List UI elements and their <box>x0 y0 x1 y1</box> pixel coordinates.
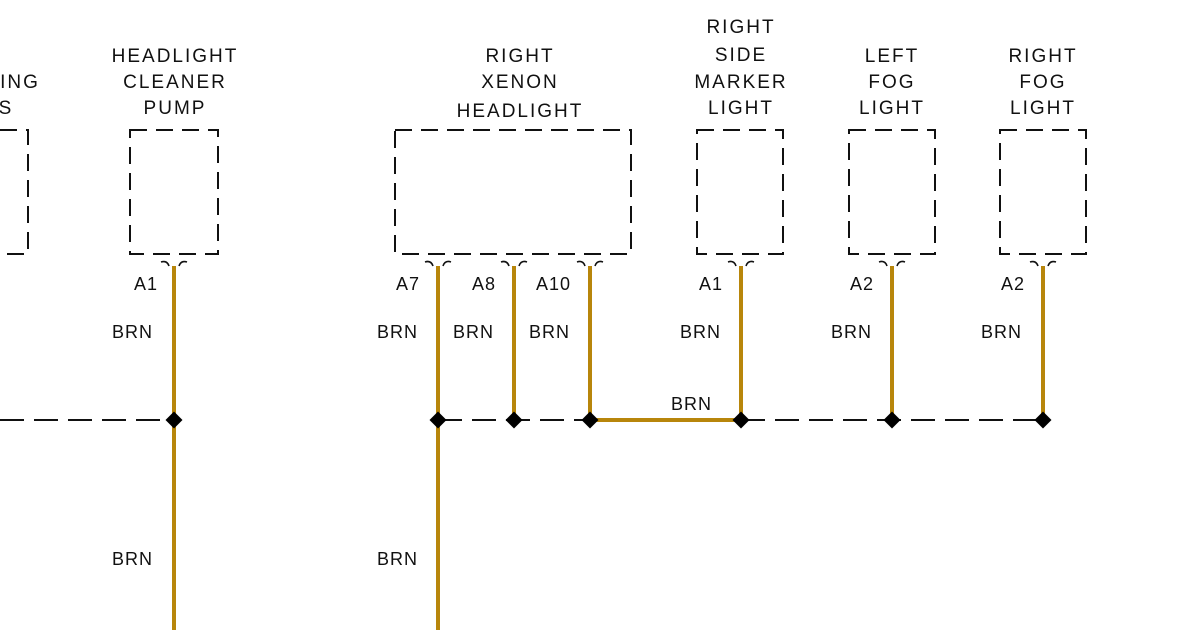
left-fog-light-box <box>848 129 936 255</box>
pin-label-xenon-a10: A10 <box>536 274 571 294</box>
right-xenon-headlight-label: RIGHT XENON HEADLIGHT <box>457 46 584 122</box>
right-fog-label-line-2: FOG <box>1019 72 1066 93</box>
marker-label-line-2: SIDE <box>715 45 767 66</box>
connector-right-fog-a2-icon <box>1029 260 1057 267</box>
left-fog-label-line-2: FOG <box>868 72 915 93</box>
partial-label-line-1: ING <box>0 72 40 93</box>
right-side-marker-light-box <box>696 129 784 255</box>
right-fog-light-box <box>999 129 1087 255</box>
xenon-label-line-2: XENON <box>481 72 559 93</box>
splice-xenon-a8 <box>505 411 523 429</box>
wire-label-xenon-a8: BRN <box>453 322 494 342</box>
xenon-label-line-1: RIGHT <box>485 46 554 67</box>
connector-xenon-a8-icon <box>500 260 528 267</box>
right-side-marker-light-label: RIGHT SIDE MARKER LIGHT <box>694 17 787 119</box>
pin-label-pump-a1: A1 <box>134 274 158 294</box>
connector-left-fog-a2-icon <box>878 260 906 267</box>
splice-pump <box>165 411 183 429</box>
connector-pump-a1-icon <box>160 260 188 267</box>
pin-label-right-fog-a2: A2 <box>1001 274 1025 294</box>
pump-label-line-1: HEADLIGHT <box>112 46 239 67</box>
left-fog-label-line-3: LIGHT <box>859 98 925 119</box>
splice-xenon-a7 <box>429 411 447 429</box>
splice-marker <box>732 411 750 429</box>
splice-left-fog <box>883 411 901 429</box>
wire-label-xenon-a7: BRN <box>377 322 418 342</box>
partial-component-box <box>0 129 29 255</box>
left-fog-label-line-1: LEFT <box>865 46 919 67</box>
headlight-cleaner-pump-label: HEADLIGHT CLEANER PUMP <box>112 46 239 119</box>
connector-xenon-a7-icon <box>424 260 452 267</box>
splice-right-fog <box>1034 411 1052 429</box>
pump-label-line-2: CLEANER <box>123 72 227 93</box>
wire-label-right-fog: BRN <box>981 322 1022 342</box>
pump-label-line-3: PUMP <box>144 98 207 119</box>
right-xenon-headlight-box <box>394 129 632 255</box>
wire-label-pump-lower: BRN <box>112 549 153 569</box>
wire-label-xenon-lower: BRN <box>377 549 418 569</box>
marker-label-line-3: MARKER <box>694 72 787 93</box>
connector-xenon-a10-icon <box>576 260 604 267</box>
right-fog-label-line-3: LIGHT <box>1010 98 1076 119</box>
wire-label-xenon-a10: BRN <box>529 322 570 342</box>
marker-label-line-1: RIGHT <box>706 17 775 38</box>
splice-xenon-a10 <box>581 411 599 429</box>
wire-label-pump-upper: BRN <box>112 322 153 342</box>
connector-marker-a1-icon <box>727 260 755 267</box>
pin-label-marker-a1: A1 <box>699 274 723 294</box>
pin-label-xenon-a7: A7 <box>396 274 420 294</box>
xenon-label-line-3: HEADLIGHT <box>457 101 584 122</box>
right-fog-label-line-1: RIGHT <box>1008 46 1077 67</box>
partial-component-label: ING S <box>0 72 40 119</box>
wire-label-left-fog: BRN <box>831 322 872 342</box>
wire-label-marker: BRN <box>680 322 721 342</box>
wire-label-bus-link: BRN <box>671 394 712 414</box>
pin-label-xenon-a8: A8 <box>472 274 496 294</box>
marker-label-line-4: LIGHT <box>708 98 774 119</box>
right-fog-light-label: RIGHT FOG LIGHT <box>1008 46 1077 119</box>
pin-label-left-fog-a2: A2 <box>850 274 874 294</box>
partial-label-line-2: S <box>0 98 13 119</box>
left-fog-light-label: LEFT FOG LIGHT <box>859 46 925 119</box>
headlight-cleaner-pump-box <box>129 129 219 255</box>
